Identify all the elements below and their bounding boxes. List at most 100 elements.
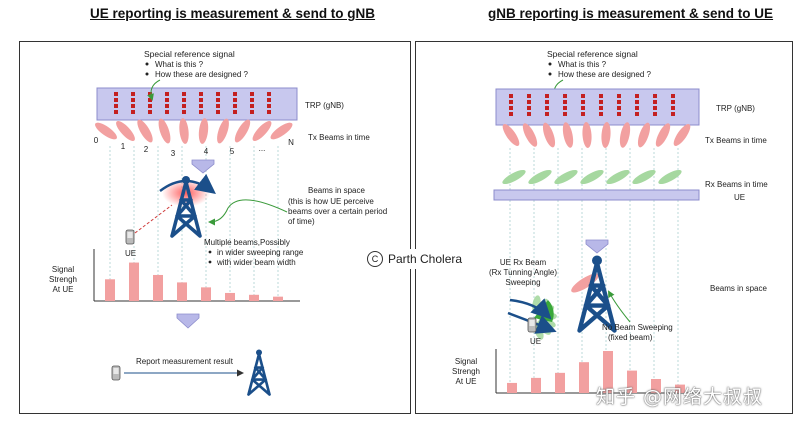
callout-item-left-1: How these are designed ?	[155, 70, 249, 79]
rx-beams-right	[502, 169, 682, 185]
antenna-element	[165, 92, 169, 96]
rx-beam	[502, 169, 526, 185]
watermark: 知乎 @网络大叔叔	[596, 386, 764, 408]
beam-index-label: N	[288, 138, 294, 147]
sweep-arrow-right-2	[509, 298, 552, 320]
antenna-element	[267, 92, 271, 96]
antenna-element	[671, 94, 675, 98]
antenna-element	[148, 104, 152, 108]
callout-arrow-left	[147, 79, 161, 101]
antenna-element	[267, 98, 271, 102]
tx-beams-label-left: Tx Beams in time	[308, 133, 370, 142]
tx-beam	[655, 123, 671, 147]
callout-item-left-0: What is this ?	[155, 60, 204, 69]
signal-label-left-1: Strengh	[49, 275, 77, 284]
antenna-element	[599, 94, 603, 98]
antenna-element	[527, 94, 531, 98]
antenna-element	[671, 112, 675, 116]
beam-index-label: 5	[230, 147, 235, 156]
antenna-element	[250, 92, 254, 96]
beam-index-label: 3	[171, 149, 176, 158]
antenna-element	[653, 100, 657, 104]
antenna-element	[182, 98, 186, 102]
signal-bar	[675, 384, 685, 393]
right-panel-title: gNB reporting is measurement & send to U…	[488, 6, 774, 21]
ue-phone-icon-left	[125, 229, 135, 245]
ue-phone-icon-report	[111, 365, 121, 381]
multiple-beams-title: Multiple beams,Possibly	[204, 238, 290, 247]
antenna-element	[527, 100, 531, 104]
antenna-element	[599, 112, 603, 116]
tx-beams-left	[95, 118, 293, 144]
antenna-element	[653, 106, 657, 110]
multiple-beams-item-1: with wider beam width	[216, 258, 296, 267]
multiple-beams-item-0: in wider sweeping range	[217, 248, 304, 257]
antenna-element	[131, 98, 135, 102]
antenna-element	[216, 110, 220, 114]
antenna-element	[617, 106, 621, 110]
antenna-element	[617, 100, 621, 104]
tx-beam	[116, 120, 135, 142]
ue-label-left: UE	[125, 249, 136, 258]
tx-beam	[637, 122, 651, 148]
antenna-element	[617, 94, 621, 98]
antenna-element	[509, 100, 513, 104]
ue-rx-beam-label-1: (Rx Tunning Angle)	[489, 268, 557, 277]
antenna-element	[671, 106, 675, 110]
antenna-element	[267, 104, 271, 108]
antenna-element	[545, 94, 549, 98]
signal-bar	[153, 274, 163, 301]
signal-bar	[177, 282, 187, 301]
antenna-element	[148, 110, 152, 114]
tx-beam	[542, 122, 556, 148]
antenna-element	[165, 110, 169, 114]
signal-label-right-1: Strengh	[452, 367, 480, 376]
tx-beam	[619, 122, 631, 148]
antenna-element	[131, 104, 135, 108]
down-arrow-left-2	[176, 313, 200, 329]
antenna-element	[635, 94, 639, 98]
antenna-element	[165, 104, 169, 108]
antenna-element	[165, 98, 169, 102]
author-name: Parth Cholera	[388, 252, 463, 266]
antenna-element	[182, 92, 186, 96]
tx-beam	[158, 118, 171, 144]
signal-bar	[129, 262, 139, 301]
antenna-element	[199, 110, 203, 114]
signal-bar	[555, 372, 565, 393]
callout-item-right-0: What is this ?	[558, 60, 607, 69]
antenna-element	[131, 110, 135, 114]
antenna-element	[216, 92, 220, 96]
ue-phone-icon-right	[527, 317, 537, 333]
signal-bars-right	[507, 351, 685, 393]
rx-beams-label-right: Rx Beams in time	[705, 180, 768, 189]
signal-bar	[105, 279, 115, 301]
ue-bar-right	[493, 189, 700, 201]
callout-title-left: Special reference signal	[144, 49, 235, 59]
antenna-element	[250, 104, 254, 108]
signal-bar	[579, 362, 589, 393]
antenna-element	[527, 112, 531, 116]
antenna-element	[199, 92, 203, 96]
trp-label-left: TRP (gNB)	[305, 101, 344, 110]
trp-bar-left	[96, 87, 298, 121]
signal-bar	[201, 287, 211, 301]
rx-beam	[606, 169, 630, 185]
antenna-element	[233, 98, 237, 102]
antenna-element	[250, 110, 254, 114]
tx-beam	[198, 118, 209, 144]
gnb-tower-icon-report	[247, 348, 271, 396]
antenna-element	[114, 104, 118, 108]
ue-rx-beam-label-0: UE Rx Beam	[500, 258, 547, 267]
copyright-icon: C	[367, 251, 383, 267]
antenna-element	[563, 106, 567, 110]
antenna-element	[114, 110, 118, 114]
antenna-element	[581, 112, 585, 116]
report-label: Report measurement result	[136, 357, 234, 366]
no-sweep-label-0: No Beam Sweeping	[602, 323, 673, 332]
signal-label-right-2: At UE	[456, 377, 477, 386]
antenna-element	[199, 104, 203, 108]
ue-link-line	[134, 204, 173, 234]
tx-beam	[234, 119, 251, 143]
